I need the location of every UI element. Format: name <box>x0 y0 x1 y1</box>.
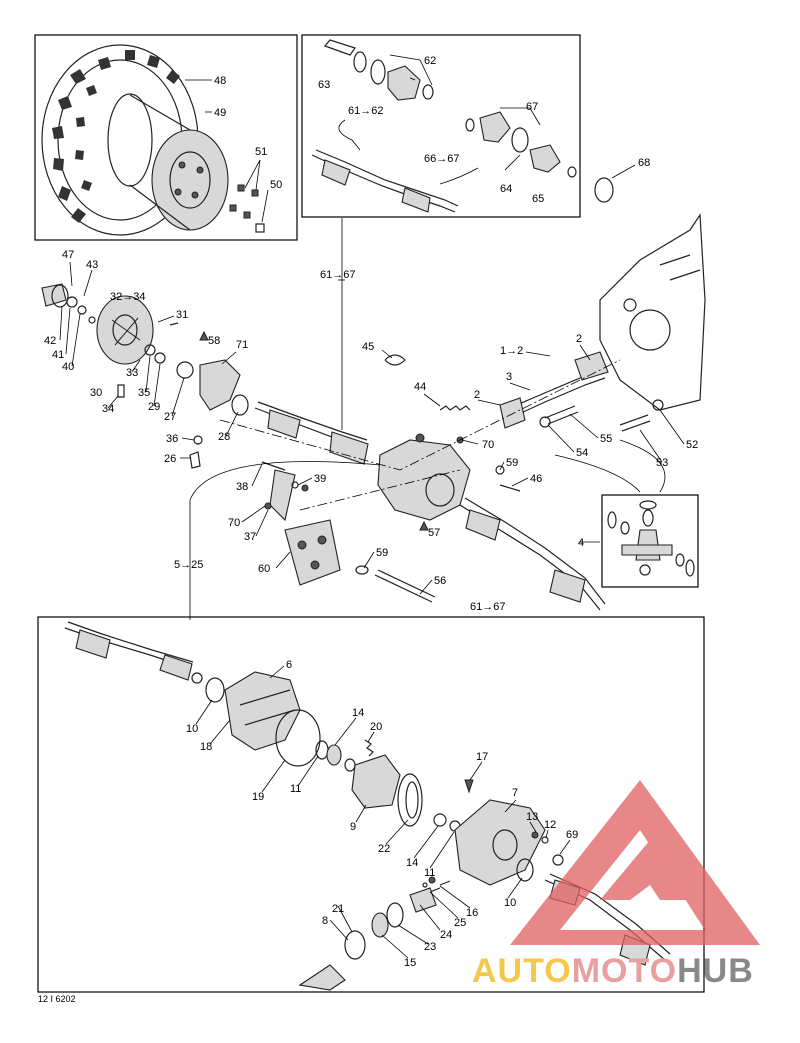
label-17: 17 <box>476 751 488 763</box>
label-18: 18 <box>200 741 212 753</box>
label-3: 3 <box>506 371 512 383</box>
label-70-lower: 70 <box>228 517 240 529</box>
label-14-upper: 14 <box>352 707 364 719</box>
label-leaders <box>59 261 685 959</box>
watermark-text-hub: HUB <box>677 952 754 990</box>
driveshaft-detail-box <box>301 34 581 218</box>
label-4: 4 <box>578 537 584 549</box>
differential-internals-box <box>37 616 705 993</box>
label-15: 15 <box>404 957 416 969</box>
label-47: 47 <box>62 249 74 261</box>
watermark-text-moto: MOTO <box>571 952 678 990</box>
label-71: 71 <box>236 339 248 351</box>
tire <box>41 44 199 236</box>
label-38: 38 <box>236 481 248 493</box>
label-69: 69 <box>566 829 578 841</box>
label-37: 37 <box>244 531 256 543</box>
label-49: 49 <box>214 107 226 119</box>
label-10-right: 10 <box>504 897 516 909</box>
label-44: 44 <box>414 381 426 393</box>
label-7: 7 <box>512 787 518 799</box>
label-40: 40 <box>62 361 74 373</box>
label-58: 58 <box>208 335 220 347</box>
label-10-left: 10 <box>186 723 198 735</box>
label-27: 27 <box>164 411 176 423</box>
label-52: 52 <box>686 439 698 451</box>
label-24: 24 <box>440 929 452 941</box>
label-8: 8 <box>322 915 328 927</box>
label-22: 22 <box>378 843 390 855</box>
wheel-nuts <box>229 184 265 233</box>
label-70-upper: 70 <box>482 439 494 451</box>
part-68-ring <box>594 164 636 203</box>
main-axle-assembly <box>219 351 664 611</box>
engine-outline <box>599 213 706 411</box>
label-67: 67 <box>526 101 538 113</box>
label-9: 9 <box>350 821 356 833</box>
label-1-2: 1→2 <box>500 345 523 357</box>
label-50: 50 <box>270 179 282 191</box>
label-33: 33 <box>126 367 138 379</box>
hub-brake-assembly <box>41 283 249 469</box>
label-63: 63 <box>318 79 330 91</box>
wheel-detail-box <box>34 34 298 241</box>
rim <box>107 93 229 231</box>
label-2-lower: 2 <box>474 389 480 401</box>
label-26: 26 <box>164 453 176 465</box>
label-13: 13 <box>526 811 538 823</box>
label-12: 12 <box>544 819 556 831</box>
label-65: 65 <box>532 193 544 205</box>
label-21: 21 <box>332 903 344 915</box>
label-46: 46 <box>530 473 542 485</box>
label-30: 30 <box>90 387 102 399</box>
label-60: 60 <box>258 563 270 575</box>
label-28: 28 <box>218 431 230 443</box>
label-23: 23 <box>424 941 436 953</box>
watermark-text: AUTOMOTOHUB <box>472 952 754 991</box>
label-45: 45 <box>362 341 374 353</box>
label-6: 6 <box>286 659 292 671</box>
part-labels: 48 49 51 50 62 63 61→62 67 66→67 64 65 6… <box>44 55 698 969</box>
label-62: 62 <box>424 55 436 67</box>
label-2-upper: 2 <box>576 333 582 345</box>
label-20: 20 <box>370 721 382 733</box>
label-41: 41 <box>52 349 64 361</box>
label-14-lower: 14 <box>406 857 418 869</box>
label-32-34: 32→34 <box>110 291 145 303</box>
label-36: 36 <box>166 433 178 445</box>
watermark-logo <box>510 780 760 945</box>
label-55: 55 <box>600 433 612 445</box>
watermark-text-auto: AUTO <box>472 952 572 990</box>
label-34: 34 <box>102 403 114 415</box>
label-61-62: 61→62 <box>348 105 383 117</box>
label-11-left: 11 <box>290 783 301 795</box>
label-39: 39 <box>314 473 326 485</box>
label-31: 31 <box>176 309 188 321</box>
label-25: 25 <box>454 917 466 929</box>
label-56: 56 <box>434 575 446 587</box>
label-43: 43 <box>86 259 98 271</box>
label-68: 68 <box>638 157 650 169</box>
drawing-code: 12 I 6202 <box>38 994 76 1004</box>
label-61-67-bottom: 61→67 <box>470 601 505 613</box>
label-48: 48 <box>214 75 226 87</box>
label-53: 53 <box>656 457 668 469</box>
label-42: 42 <box>44 335 56 347</box>
label-19: 19 <box>252 791 264 803</box>
label-54: 54 <box>576 447 588 459</box>
label-29: 29 <box>148 401 160 413</box>
label-16: 16 <box>466 907 478 919</box>
label-11-right: 11 <box>424 867 435 879</box>
label-66-67: 66→67 <box>424 153 459 165</box>
label-57: 57 <box>428 527 440 539</box>
label-5-25: 5→25 <box>174 559 203 571</box>
label-59-upper: 59 <box>506 457 518 469</box>
label-59-lower: 59 <box>376 547 388 559</box>
label-64: 64 <box>500 183 512 195</box>
label-51: 51 <box>255 146 267 158</box>
label-35: 35 <box>138 387 150 399</box>
u-joint-detail-box <box>580 494 699 588</box>
label-61-67-top: 61→67 <box>320 269 355 281</box>
